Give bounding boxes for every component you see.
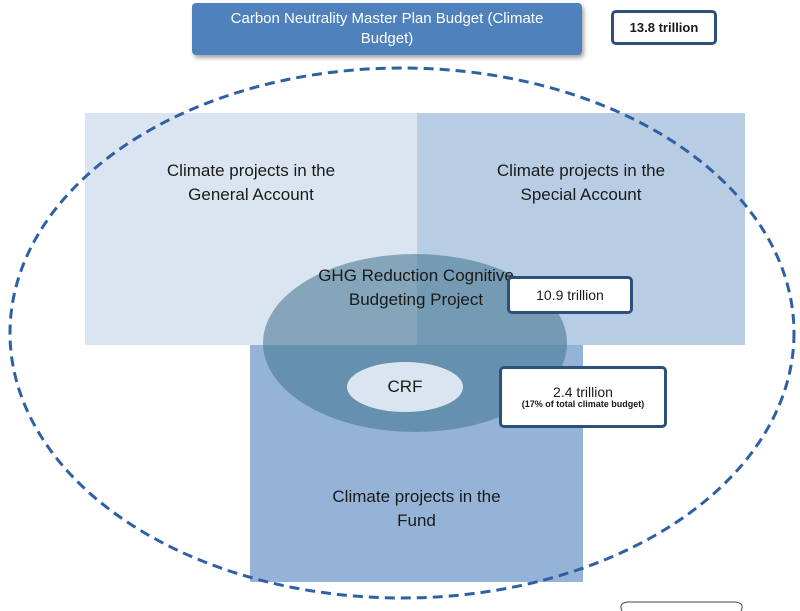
special-account-block: Climate projects in the Special Account [417,113,745,345]
ghg-budget-box: 10.9 trillion [507,276,633,314]
fund-label: Climate projects in the Fund [332,487,501,530]
crf-budget-box: 2.4 trillion (17% of total climate budge… [499,366,667,428]
crf-label: CRF [387,377,423,396]
dashed-boundary-ellipse [8,66,796,600]
general-account-block: Climate projects in the General Account [85,113,417,345]
ghg-reduction-label: GHG Reduction Cognitive Budgeting Projec… [318,266,514,309]
crf-budget-value: 2.4 trillion [553,383,613,400]
title-text: Carbon Neutrality Master Plan Budget (Cl… [230,10,544,47]
title-banner: Carbon Neutrality Master Plan Budget (Cl… [192,3,582,55]
total-budget-value: 13.8 trillion [629,20,699,35]
bracket-line [620,601,743,611]
special-account-label: Climate projects in the Special Account [496,161,666,204]
crf-budget-share: (17% of total climate budget) [521,398,645,409]
crf-ellipse: CRF [347,362,463,412]
ghg-budget-value: 10.9 trillion [536,287,604,303]
general-account-label: Climate projects in the General Account [166,161,336,204]
total-budget-box: 13.8 trillion [611,10,717,45]
